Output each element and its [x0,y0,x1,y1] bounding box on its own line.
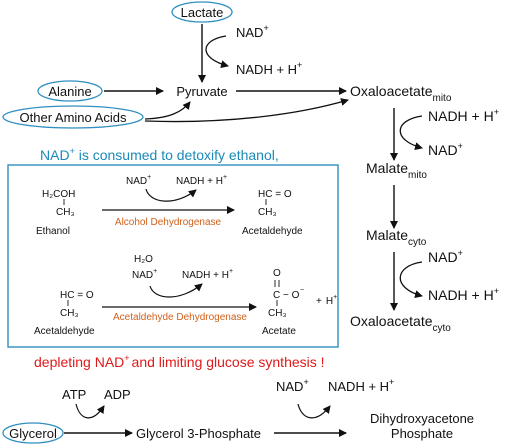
g3p-nad-label: NAD+ [276,377,309,394]
acetaldehyde-dh-nad: NAD+ [132,268,157,281]
acetaldehyde-dehydrogenase-label: Acetaldehyde Dehydrogenase [113,312,247,323]
acetaldehyde-formula-bottom: CH₃ [258,207,277,218]
acetate-formula-mid: C − O [273,290,300,301]
mito-nad-label: NAD+ [428,141,463,158]
glycerol-ellipse [2,422,64,444]
alcohol-dh-cofactor-arrow [145,188,197,202]
depleting-note: depleting NAD+and limiting glucose synth… [34,353,325,370]
acetate-formula-bottom: CH₃ [268,308,287,319]
alanine-ellipse [37,80,103,102]
acetaldehyde-dh-water: H₂O [134,254,153,265]
amino-acids-ellipse [2,105,144,129]
glycerol-3-phosphate-label: Glycerol 3-Phosphate [136,426,261,441]
cyto-cofactor-arrow [399,261,423,299]
lactate-label: Lactate [181,5,224,20]
lactate-nad-label: NAD+ [236,23,269,40]
g3p-cofactor-arrow [297,403,331,419]
alcohol-dh-nadh: NADH + H+ [176,174,227,187]
g3p-nadh-label: NADH + H+ [328,377,394,394]
alanine-label: Alanine [48,84,91,99]
consumed-note: NAD+ is consumed to detoxify ethanol, [40,146,279,163]
acetaldehyde2-formula-top: HC = O [60,290,94,301]
oxaloacetate-mito-label: Oxaloacetatemito [350,83,452,104]
amino-acids-to-pyruvate-arrow [144,101,191,120]
acetaldehyde-formula-top: HC = O [258,189,292,200]
alcohol-dehydrogenase-label: Alcohol Dehydrogenase [115,217,222,228]
ethanol-formula-top: H₂COH [42,189,75,200]
glycerol-atp-arrow [75,403,105,419]
atp-label: ATP [62,387,86,402]
phosphate-label: Phosphate [391,426,453,441]
alcohol-dh-nad: NAD+ [126,174,151,187]
cyto-nad-label: NAD+ [428,248,463,265]
lactate-nadh-label: NADH + H+ [236,60,302,77]
ethanol-formula-bottom: CH₃ [56,207,75,218]
lactate-ellipse [171,1,233,23]
amino-acids-to-oxaloacetate-arrow [144,98,349,123]
dihydroxyacetone-label: Dihydroxyacetone [370,411,474,426]
ethanol-label: Ethanol [36,226,70,237]
acetaldehyde-dh-nadh: NADH + H+ [182,268,233,281]
acetate-charge: − [300,287,304,294]
oxaloacetate-cyto-label: Oxaloacetatecyto [350,313,451,334]
acetate-proton: +H+ [316,294,337,307]
other-amino-acids-label: Other Amino Acids [20,110,127,125]
cyto-nadh-label: NADH + H+ [428,286,499,303]
mito-cofactor-arrow [399,115,423,151]
glycerol-label: Glycerol [9,426,57,441]
ethanol-detox-box [7,164,339,348]
acetaldehyde2-formula-bottom: CH₃ [60,308,79,319]
mito-nadh-label: NADH + H+ [428,107,499,124]
adp-label: ADP [104,387,131,402]
lactate-cofactor-arrow [205,35,229,69]
acetate-oxygen: O [273,268,281,279]
pyruvate-label: Pyruvate [176,84,227,99]
malate-mito-label: Malatemito [366,160,427,181]
malate-cyto-label: Malatecyto [366,227,427,248]
acetate-label: Acetate [262,326,296,337]
acetaldehyde-dh-cofactor-arrow [149,283,203,298]
acetaldehyde2-label: Acetaldehyde [34,326,95,337]
acetaldehyde-label: Acetaldehyde [242,226,303,237]
